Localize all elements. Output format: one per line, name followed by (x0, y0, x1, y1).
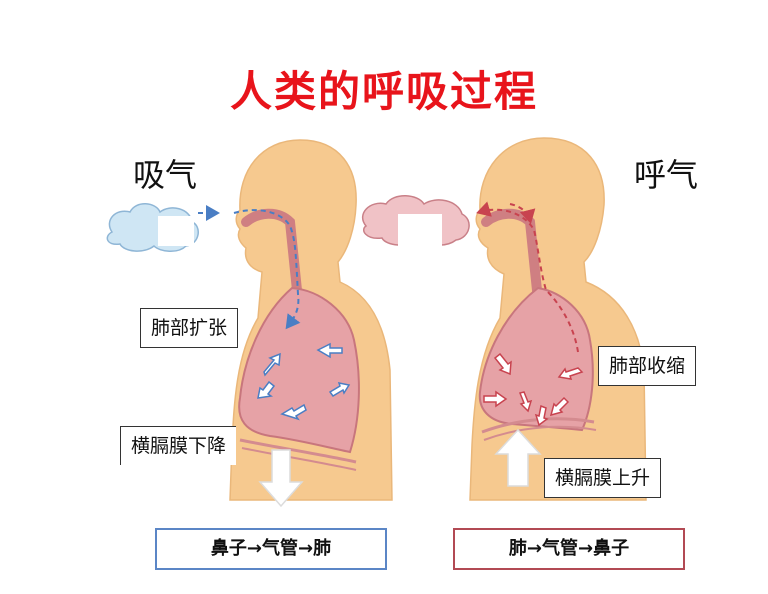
inhale-airflow (198, 205, 301, 330)
diaphragm-down-label: 横膈膜下降 (120, 426, 237, 465)
diaphragm-up-arrow (494, 428, 542, 487)
exhale-airflow (476, 201, 579, 353)
diaphragm-down-arrow (258, 449, 304, 508)
exhale-path-box: 肺→气管→鼻子 (453, 528, 685, 570)
exhale-lung (478, 286, 597, 441)
inhale-lung-arrows (257, 342, 351, 421)
exhale-air-cloud (361, 195, 470, 246)
inhale-lung (238, 286, 360, 471)
inhale-air-cloud (106, 203, 199, 252)
exhale-heading: 呼气 (634, 156, 699, 194)
lung-contract-label: 肺部收缩 (598, 346, 697, 386)
lung-expand-label: 肺部扩张 (140, 308, 239, 348)
exhale-lung-arrows (483, 352, 584, 427)
inhale-path-box: 鼻子→气管→肺 (155, 528, 387, 570)
inhale-heading: 吸气 (133, 156, 198, 194)
page-title: 人类的呼吸过程 (229, 67, 538, 116)
diaphragm-up-label: 横膈膜上升 (544, 458, 662, 498)
